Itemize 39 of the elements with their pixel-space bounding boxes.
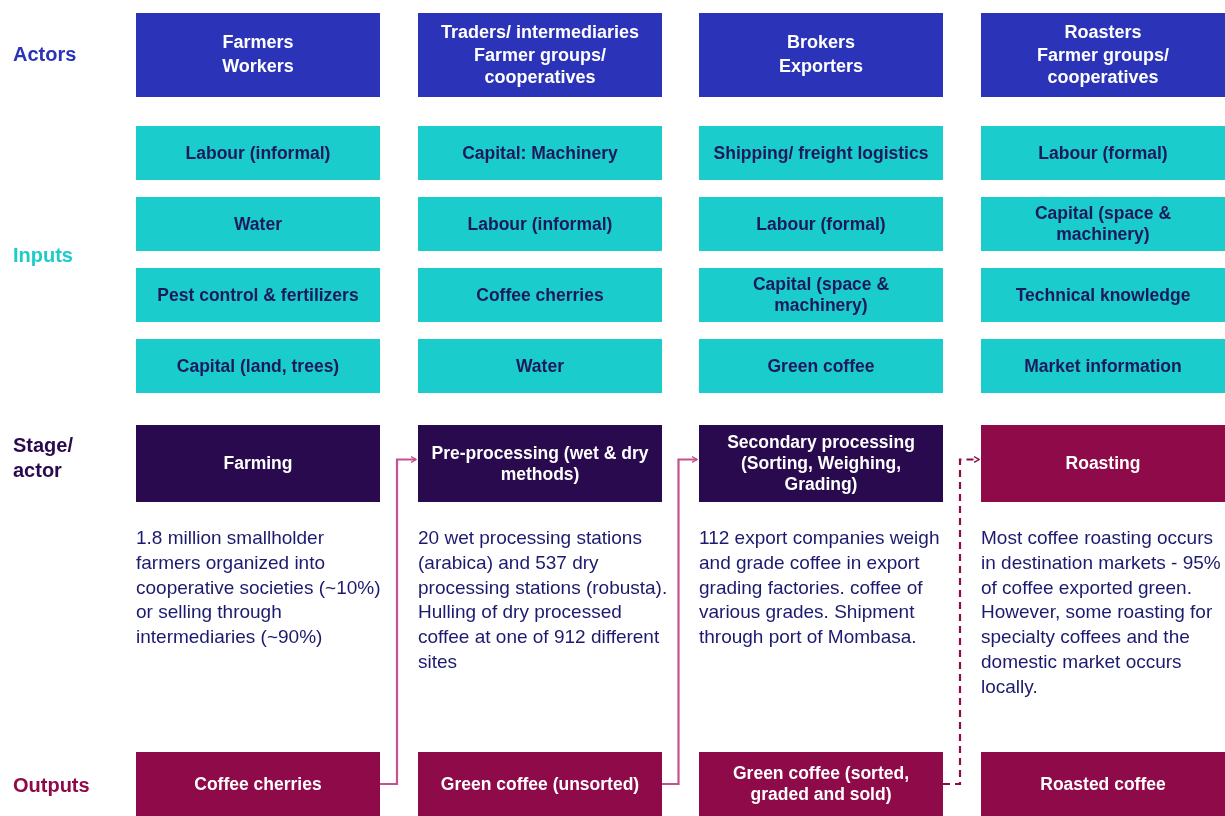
output-box: Coffee cherries	[136, 752, 380, 816]
stage-box: Farming	[136, 425, 380, 502]
connector-arrow	[380, 456, 417, 786]
input-box: Water	[136, 197, 380, 251]
stage-description: 20 wet processing stations (arabica) and 537 dry processing stations (robusta). Hulling of dry processed coffee at one of 912 different sites	[418, 526, 668, 674]
actor-box: Traders/ intermediaries Farmer groups/ cooperatives	[418, 13, 662, 97]
input-box: Shipping/ freight logistics	[699, 126, 943, 180]
stage-description: Most coffee roasting occurs in destination markets - 95% of coffee exported green. However, some roasting for specialty coffees and the domestic market occurs locally.	[981, 526, 1222, 699]
output-box: Roasted coffee	[981, 752, 1225, 816]
stage-box: Pre-processing (wet & dry methods)	[418, 425, 662, 502]
input-box: Market information	[981, 339, 1225, 393]
row-label: Actors	[13, 42, 78, 67]
input-box: Labour (informal)	[136, 126, 380, 180]
input-box: Green coffee	[699, 339, 943, 393]
input-box: Capital: Machinery	[418, 126, 662, 180]
output-box: Green coffee (sorted, graded and sold)	[699, 752, 943, 816]
input-box: Water	[418, 339, 662, 393]
actor-box: Brokers Exporters	[699, 13, 943, 97]
input-box: Coffee cherries	[418, 268, 662, 322]
stage-box: Secondary processing (Sorting, Weighing, Grading)	[699, 425, 943, 502]
input-box: Technical knowledge	[981, 268, 1225, 322]
connector-arrow	[662, 456, 698, 786]
input-box: Labour (formal)	[699, 197, 943, 251]
input-box: Pest control & fertilizers	[136, 268, 380, 322]
stage-box: Roasting	[981, 425, 1225, 502]
input-box: Labour (formal)	[981, 126, 1225, 180]
row-label: Outputs	[13, 773, 91, 798]
actor-box: Roasters Farmer groups/ cooperatives	[981, 13, 1225, 97]
stage-description: 1.8 million smallholder farmers organized into cooperative societies (~10%) or selling through intermediaries (~90%)	[136, 526, 382, 650]
row-label: Inputs	[13, 243, 74, 268]
input-box: Capital (land, trees)	[136, 339, 380, 393]
actor-box: Farmers Workers	[136, 13, 380, 97]
connector-arrow	[943, 456, 980, 786]
input-box: Capital (space & machinery)	[699, 268, 943, 322]
input-box: Capital (space & machinery)	[981, 197, 1225, 251]
row-label: Stage/ actor	[13, 433, 75, 483]
input-box: Labour (informal)	[418, 197, 662, 251]
output-box: Green coffee (unsorted)	[418, 752, 662, 816]
stage-description: 112 export companies weigh and grade coffee in export grading factories. coffee of various grades. Shipment through port of Mombasa.	[699, 526, 941, 650]
